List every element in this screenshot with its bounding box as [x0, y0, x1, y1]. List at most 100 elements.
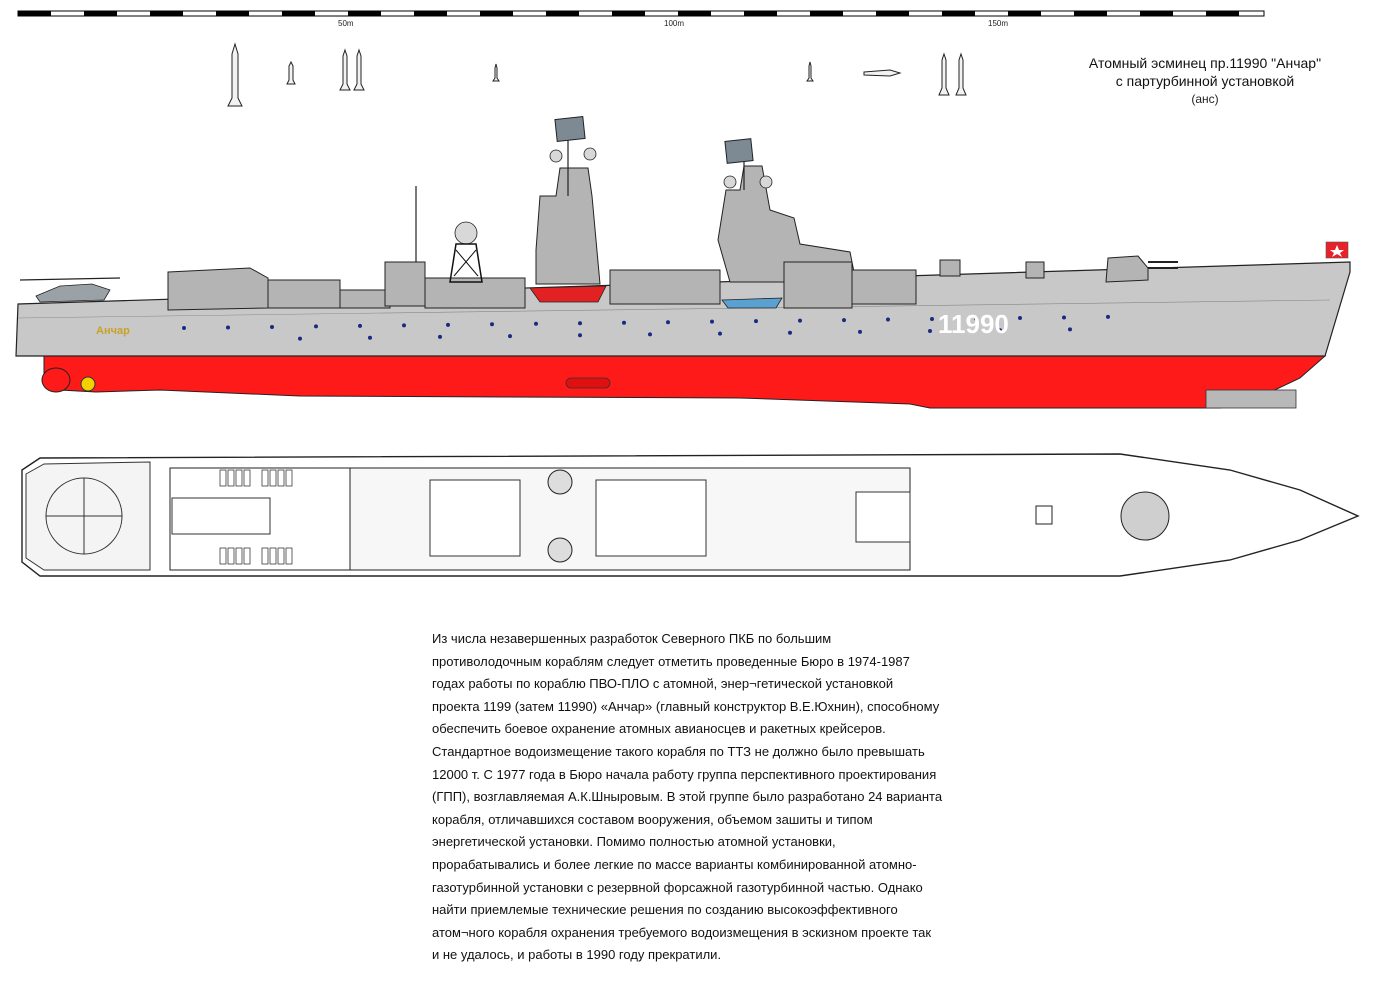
porthole	[182, 326, 186, 331]
underwater-hull	[43, 355, 1327, 409]
scale-segment	[282, 11, 315, 16]
boat-blue	[721, 297, 783, 309]
porthole	[314, 324, 318, 329]
porthole	[974, 316, 978, 321]
scale-segment	[480, 11, 513, 16]
mid-block	[339, 289, 391, 309]
description-line: энергетической установки. Помимо полност…	[432, 834, 836, 850]
vls-cell	[269, 469, 277, 487]
scale-label-150m: 150m	[988, 19, 1008, 28]
missile-icon	[353, 48, 365, 91]
vls-cell	[219, 469, 227, 487]
vls-cell	[277, 469, 285, 487]
porthole	[226, 325, 230, 330]
missile-icons	[227, 42, 967, 107]
description-line: найти приемлемые технические решения по …	[432, 902, 898, 918]
porthole	[798, 318, 802, 323]
description-line: газотурбинной установки с резервной форс…	[432, 879, 923, 895]
description-line: Из числа незавершенных разработок Северн…	[432, 631, 832, 646]
description-text: Из числа незавершенных разработок Северн…	[432, 628, 992, 967]
description-line: Стандартное водоизмещение такого корабля…	[432, 743, 925, 759]
scale-segment	[678, 11, 711, 16]
missile-icon	[938, 52, 950, 96]
description-line: (ГПП), возглавляемая А.К.Шныровым. В это…	[432, 789, 943, 805]
porthole	[788, 330, 792, 335]
porthole	[998, 328, 1002, 333]
missile-icon	[955, 52, 967, 96]
vls-cell	[269, 547, 277, 565]
bow-gun-plan	[1120, 491, 1170, 541]
porthole	[622, 320, 626, 325]
description-line: корабля, отличавшихся составом вооружени…	[432, 811, 873, 827]
porthole	[446, 322, 450, 327]
vls-cell	[261, 547, 269, 565]
title-note: (анс)	[1191, 92, 1219, 106]
porthole	[754, 319, 758, 324]
porthole	[358, 323, 362, 328]
vls-cell	[277, 547, 285, 565]
boat-red	[529, 285, 607, 303]
ship-plan-view	[21, 453, 1360, 577]
aft-block	[267, 279, 341, 309]
radar-antenna	[554, 116, 586, 142]
vls-cell	[243, 547, 251, 565]
title-line-1: Атомный эсминец пр.11990 "Анчар"	[1088, 55, 1322, 71]
scale-segment	[1008, 11, 1041, 16]
drawing-title: Атомный эсминец пр.11990 "Анчар" с парту…	[1040, 54, 1370, 108]
porthole	[930, 317, 934, 322]
scale-segment	[216, 11, 249, 16]
scale-segment	[546, 11, 579, 16]
bow-gun	[1105, 255, 1178, 283]
description-line: атом¬ного корабля охранения требуемого в…	[432, 924, 932, 940]
porthole	[858, 329, 862, 334]
missile-icon	[806, 61, 814, 82]
description-line: и не удалось, и работы в 1990 году прекр…	[432, 947, 722, 963]
description-line: обеспечить боевое охранение атомных авиа…	[432, 721, 886, 737]
vls-cell	[285, 547, 293, 565]
porthole	[1018, 315, 1022, 320]
porthole	[438, 334, 442, 339]
scale-segment	[942, 11, 975, 16]
vls-cell	[235, 547, 243, 565]
porthole	[578, 321, 582, 326]
helicopter	[19, 277, 121, 303]
radar-antenna	[724, 138, 754, 164]
scale-bar: 50m 100m 150m	[17, 10, 1265, 28]
main-superstructure	[424, 277, 526, 309]
vls-cell	[235, 469, 243, 487]
missile-icon	[863, 69, 902, 77]
scale-segment	[348, 11, 381, 16]
lattice-mast	[449, 243, 483, 283]
aft-mast-tower	[535, 167, 601, 285]
porthole	[270, 324, 274, 329]
hangar	[167, 267, 269, 311]
vls-cell	[227, 547, 235, 565]
missile-icon	[339, 48, 351, 91]
porthole	[718, 331, 722, 336]
scale-segment	[414, 11, 447, 16]
missile-icon	[492, 63, 500, 82]
scale-label-50m: 50m	[338, 19, 354, 28]
porthole	[508, 334, 512, 339]
porthole	[1068, 327, 1072, 332]
porthole	[886, 317, 890, 322]
porthole	[710, 319, 714, 324]
description-line: 12000 т. С 1977 года в Бюро начала работ…	[432, 766, 937, 782]
ship-drawing: 50m 100m 150m	[15, 10, 1360, 577]
scale-segment	[18, 11, 51, 16]
porthole	[648, 332, 652, 337]
scale-segment	[1074, 11, 1107, 16]
porthole	[298, 336, 302, 341]
porthole	[842, 318, 846, 323]
vls-cell	[261, 469, 269, 487]
vls-cell	[285, 469, 293, 487]
scale-label-100m: 100m	[664, 19, 684, 28]
missile-icon	[227, 42, 243, 107]
porthole	[1106, 314, 1110, 319]
hull-name: Анчар	[96, 325, 130, 337]
scale-segment	[1206, 11, 1239, 16]
porthole	[534, 321, 538, 326]
vls-cell	[219, 547, 227, 565]
scale-segment	[744, 11, 777, 16]
vls-cell	[243, 469, 251, 487]
